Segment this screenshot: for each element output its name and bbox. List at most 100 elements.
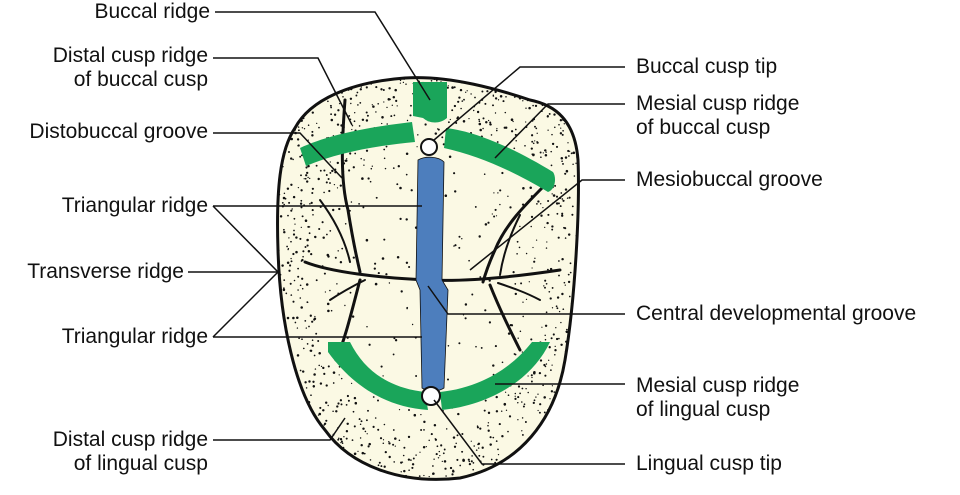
stipple-dot — [570, 152, 573, 155]
stipple-dot — [575, 406, 578, 409]
stipple-dot — [577, 286, 579, 289]
stipple-dot — [312, 385, 315, 388]
stipple-dot — [282, 165, 284, 168]
stipple-dot — [510, 118, 514, 121]
stipple-dot — [274, 321, 276, 323]
stipple-dot — [526, 99, 529, 102]
stipple-dot — [327, 476, 329, 478]
stipple-dot — [355, 94, 358, 97]
stipple-dot — [281, 427, 284, 429]
stipple-dot — [298, 129, 300, 132]
stipple-dot — [567, 273, 570, 276]
stipple-dot — [440, 483, 443, 486]
stipple-dot — [432, 473, 434, 475]
stipple-dot — [410, 189, 413, 192]
stipple-dot — [545, 151, 547, 153]
stipple-dot — [527, 78, 530, 81]
stipple-dot — [559, 205, 562, 208]
stipple-dot — [292, 252, 295, 256]
leader-mesial-cusp-ridge-buccal — [494, 103, 625, 159]
buccal-cusp-tip-marker — [420, 138, 438, 156]
stipple-dot — [306, 343, 309, 345]
stipple-dot — [530, 474, 533, 477]
stipple-dot — [286, 245, 289, 248]
stipple-dot — [563, 421, 565, 424]
stipple-dot — [498, 75, 499, 76]
stipple-dot — [413, 413, 417, 417]
label-mesial-cusp-ridge-lingual-line1: Mesial cusp ridge — [636, 374, 800, 397]
stipple-dot — [308, 325, 310, 328]
stipple-dot — [430, 79, 433, 82]
stipple-dot — [326, 233, 328, 236]
stipple-dot — [280, 136, 284, 139]
stipple-dot — [407, 458, 411, 461]
stipple-dot — [545, 78, 548, 81]
stipple-dot — [489, 443, 492, 446]
stipple-dot — [538, 371, 542, 375]
stipple-dot — [534, 140, 536, 142]
stipple-dot — [555, 337, 559, 341]
stipple-dot — [563, 83, 566, 86]
stipple-dot — [492, 104, 494, 107]
stipple-dot — [567, 142, 569, 144]
stipple-dot — [348, 114, 351, 117]
stipple-dot — [513, 353, 516, 355]
stipple-dot — [573, 175, 576, 177]
stipple-dot — [383, 157, 386, 160]
stipple-dot — [548, 346, 551, 349]
label-mesial-cusp-ridge-buccal: Mesial cusp ridge of buccal cusp — [636, 92, 799, 140]
stipple-dot — [472, 77, 474, 79]
stipple-dot — [372, 425, 375, 428]
stipple-dot — [325, 181, 328, 184]
stipple-dot — [277, 462, 279, 464]
stipple-dot — [514, 397, 517, 400]
stipple-dot — [529, 459, 532, 462]
label-distal-cusp-ridge-lingual: Distal cusp ridge of lingual cusp — [53, 428, 208, 476]
stipple-dot — [468, 117, 470, 120]
stipple-dot — [544, 286, 546, 289]
stipple-dot — [564, 172, 567, 175]
stipple-dot — [318, 481, 320, 483]
stipple-dot — [562, 118, 565, 121]
stipple-dot — [550, 164, 553, 167]
stipple-dot — [375, 472, 378, 475]
stipple-dot — [283, 203, 286, 206]
stipple-dot — [422, 445, 426, 449]
stipple-dot — [315, 279, 318, 282]
stipple-dot — [467, 458, 470, 461]
stipple-dot — [522, 100, 524, 102]
stipple-dot — [556, 212, 559, 215]
stipple-dot — [324, 291, 327, 293]
stipple-dot — [304, 319, 307, 322]
stipple-dot — [526, 473, 529, 476]
stipple-dot — [470, 460, 473, 463]
stipple-dot — [321, 470, 324, 474]
stipple-dot — [287, 385, 291, 389]
stipple-dot — [510, 130, 514, 133]
label-transverse-ridge: Transverse ridge — [27, 260, 184, 284]
stipple-dot — [330, 106, 332, 109]
stipple-dot — [560, 127, 562, 129]
stipple-dot — [468, 259, 470, 262]
stipple-dot — [473, 445, 475, 447]
stipple-dot — [537, 393, 539, 395]
stipple-dot — [530, 147, 533, 150]
stipple-dot — [541, 84, 544, 87]
stipple-dot — [524, 421, 527, 423]
stipple-dot — [304, 219, 308, 222]
stipple-dot — [311, 320, 314, 323]
label-central-developmental-groove-text: Central developmental groove — [636, 302, 917, 325]
stipple-dot — [511, 82, 514, 85]
stipple-dot — [479, 128, 482, 132]
stipple-dot — [534, 125, 536, 128]
stipple-dot — [477, 442, 481, 445]
stipple-dot — [335, 455, 337, 457]
stipple-dot — [551, 142, 555, 146]
stipple-dot — [538, 472, 541, 475]
stipple-dot — [314, 315, 316, 318]
stipple-dot — [345, 430, 349, 433]
stipple-dot — [283, 230, 286, 234]
label-distal-cusp-ridge-buccal-line2: of buccal cusp — [73, 68, 208, 91]
stipple-dot — [340, 467, 343, 470]
stipple-dot — [574, 77, 577, 79]
